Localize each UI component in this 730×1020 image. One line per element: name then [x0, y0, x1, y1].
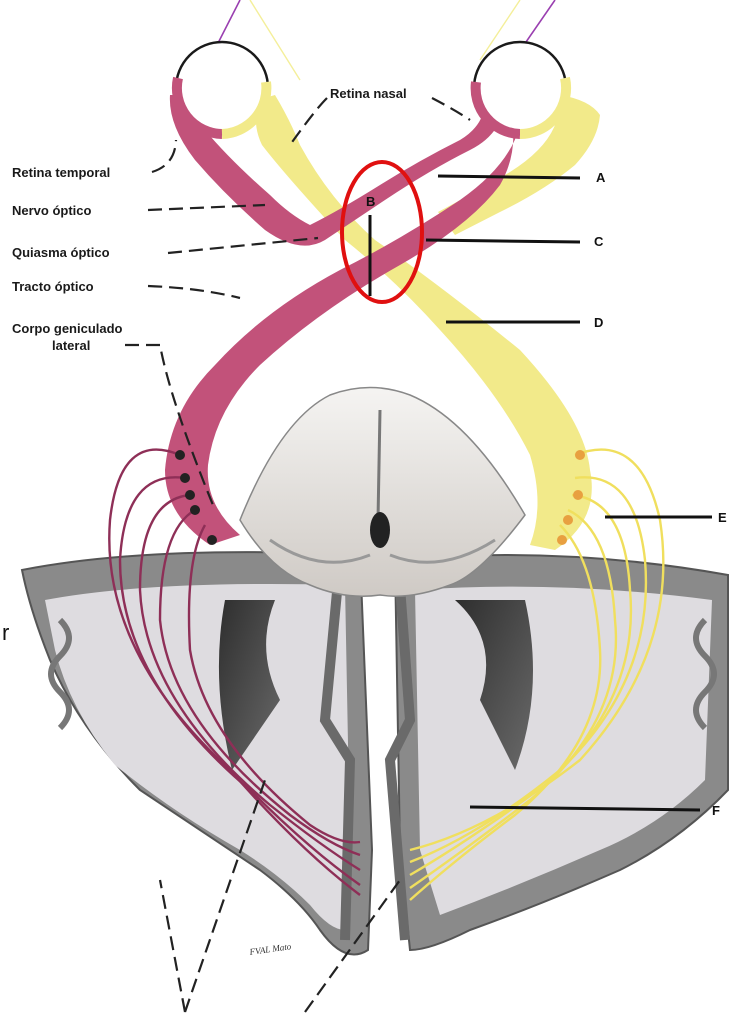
- letter-e: E: [718, 510, 727, 525]
- label-tracto-optico: Tracto óptico: [12, 279, 94, 294]
- label-quiasma-optico: Quiasma óptico: [12, 245, 110, 260]
- left-hemisphere: [22, 552, 372, 954]
- side-character: r: [2, 620, 9, 645]
- left-eye: [176, 42, 268, 134]
- letter-a: A: [596, 170, 606, 185]
- label-retina-nasal: Retina nasal: [330, 86, 407, 101]
- label-corpo-geniculado: Corpo geniculado: [12, 321, 123, 336]
- label-corpo-geniculado-lateral: lateral: [52, 338, 90, 353]
- label-nervo-optico: Nervo óptico: [12, 203, 92, 218]
- right-eye: [474, 42, 566, 134]
- letter-f: F: [712, 803, 720, 818]
- letter-c: C: [594, 234, 604, 249]
- letter-b: B: [366, 194, 375, 209]
- letter-d: D: [594, 315, 603, 330]
- right-hemisphere: [390, 555, 728, 950]
- label-retina-temporal: Retina temporal: [12, 165, 110, 180]
- artist-signature: FVAL Mato: [248, 941, 292, 957]
